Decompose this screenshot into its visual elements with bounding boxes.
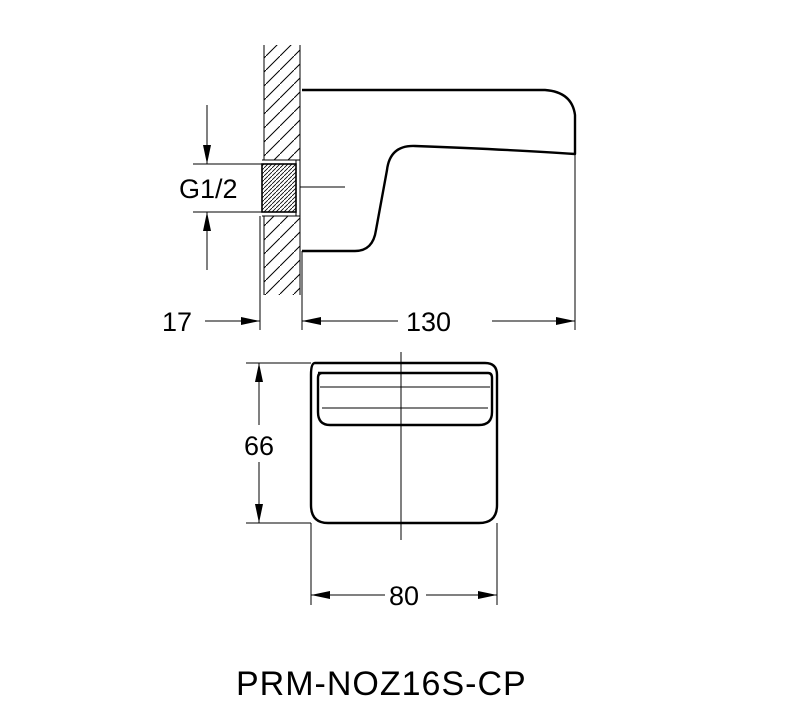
model-code: PRM-NOZ16S-CP bbox=[236, 665, 527, 703]
thread-dimension: G1/2 bbox=[179, 105, 262, 270]
spout-outline bbox=[302, 88, 577, 253]
side-view: G1/2 17 130 bbox=[162, 45, 577, 337]
threaded-connector bbox=[261, 159, 345, 217]
spout-length-label: 130 bbox=[406, 307, 451, 337]
wall-offset-label: 17 bbox=[162, 307, 192, 337]
height-label: 66 bbox=[244, 431, 274, 461]
outlet-slot bbox=[316, 371, 494, 427]
front-view: 66 80 bbox=[244, 352, 499, 611]
front-outline bbox=[309, 361, 499, 525]
length-dimension: 17 130 bbox=[162, 216, 575, 337]
height-dimension: 66 bbox=[244, 362, 311, 524]
width-dimension: 80 bbox=[310, 523, 498, 611]
thread-label: G1/2 bbox=[179, 174, 238, 204]
width-label: 80 bbox=[389, 581, 419, 611]
